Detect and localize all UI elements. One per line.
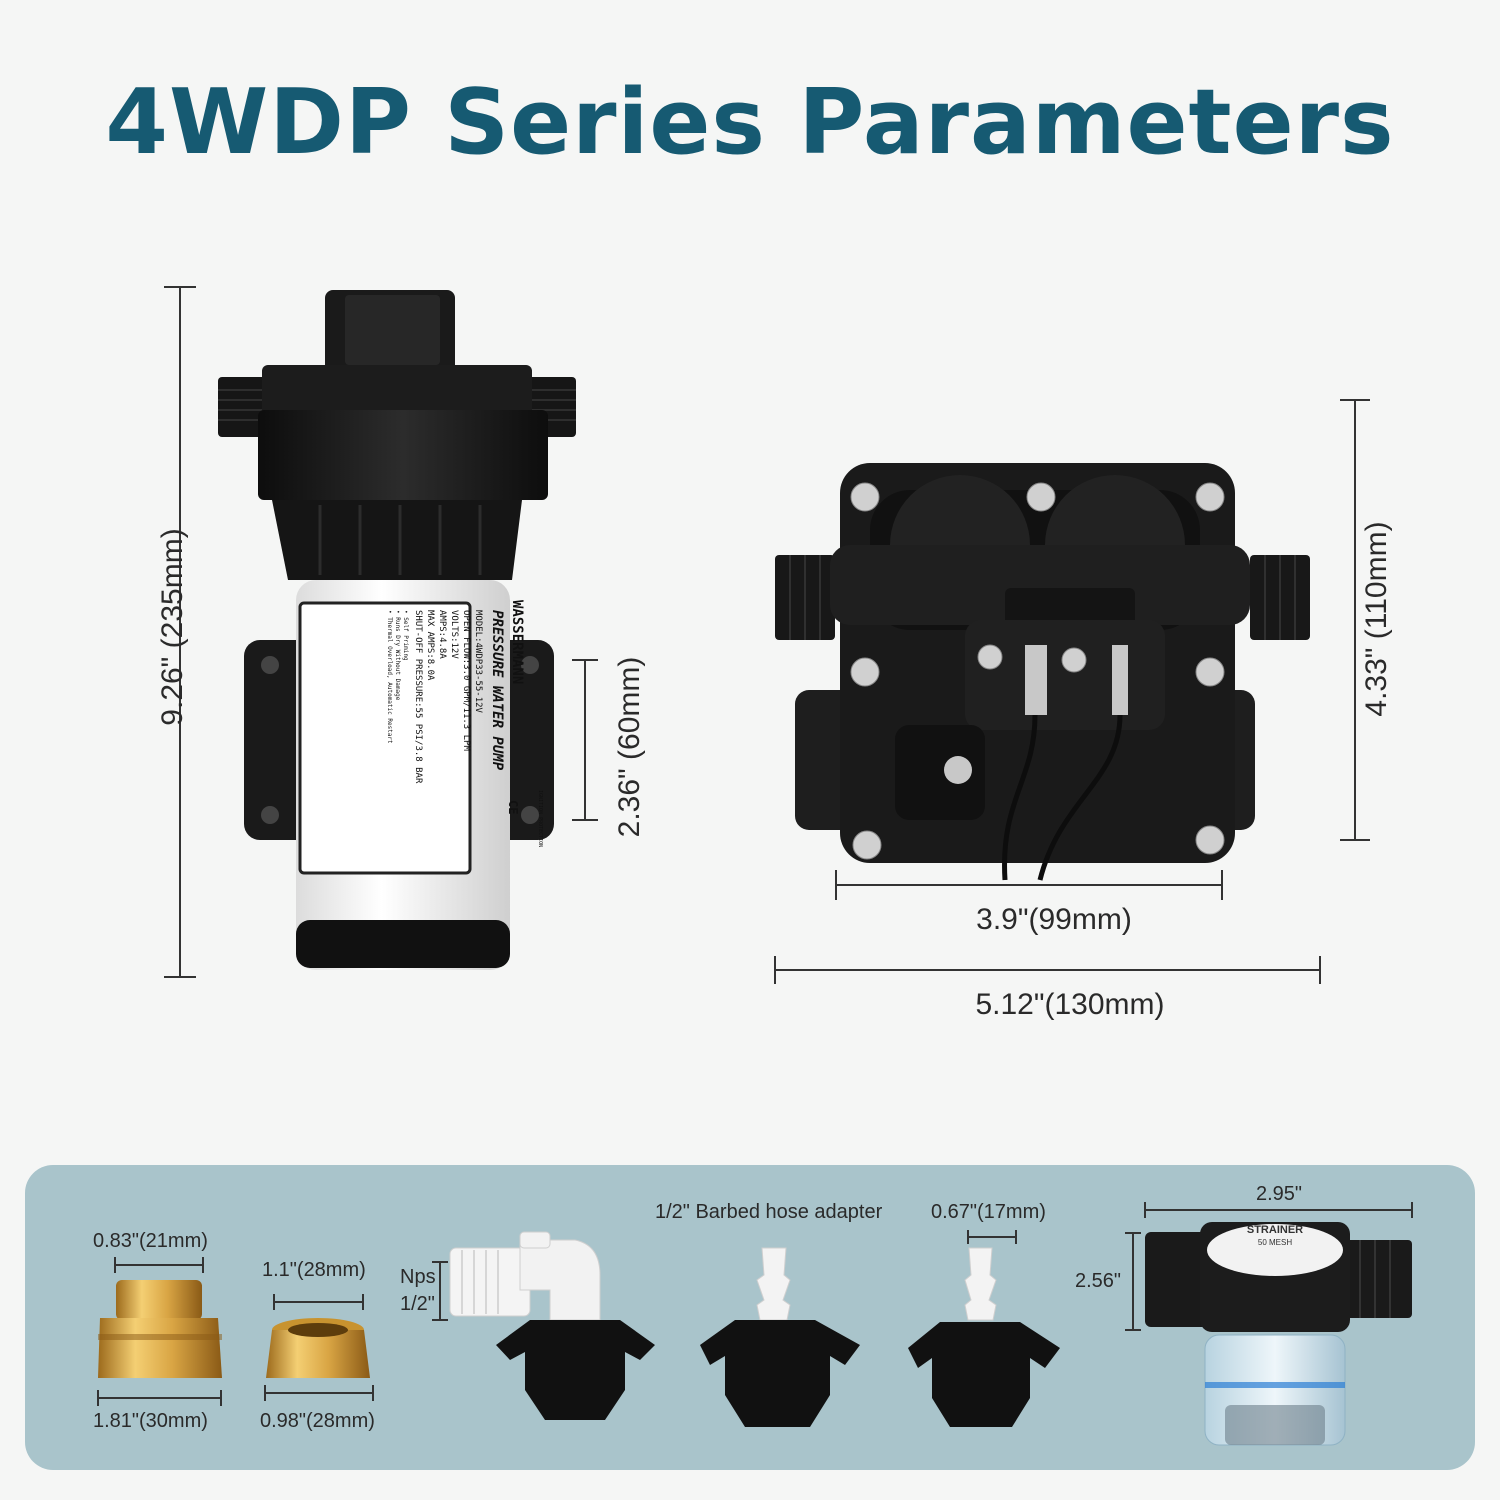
pump-spec-line: SHUT-OFF PRESSURE:55 PSI/3.8 BAR <box>413 610 423 784</box>
nps-label-line2: 1/2" <box>400 1293 435 1315</box>
pump-spec-line: VOLTS:12V <box>449 610 459 659</box>
pump-brand: WASSERMANN <box>509 600 525 685</box>
pump-spec-line: MAX AMPS:8.0A <box>425 610 435 681</box>
head-outer-width-dimension-line <box>774 956 1321 984</box>
pump-height-dimension-line <box>164 286 196 978</box>
brass-small-bottom-label: 0.98"(28mm) <box>260 1410 375 1432</box>
pump-label-text: WASSERMANN PRESSURE WATER PUMP MODEL:4WD… <box>365 600 543 870</box>
pump-side-view <box>164 286 598 978</box>
strainer-text: STRAINER <box>1246 1224 1304 1236</box>
ce-mark: CE <box>506 800 520 815</box>
mount-width-label: 2.36" (60mm) <box>613 656 646 838</box>
pump-height-label: 9.26" (235mm) <box>156 528 189 726</box>
pump-product-name: PRESSURE WATER PUMP <box>489 610 505 771</box>
barbed-adapter-label: 1/2" Barbed hose adapter <box>655 1201 883 1223</box>
elbow-adapter <box>432 1231 655 1420</box>
head-outer-width-label: 5.12"(130mm) <box>975 988 1165 1021</box>
brass-fitting-large <box>97 1257 222 1406</box>
strainer-mesh-text: 50 MESH <box>1257 1238 1293 1247</box>
ignition-protection-mark: IGNITION PROTECTION <box>537 790 543 848</box>
head-inner-width-dimension-line <box>835 870 1223 900</box>
brass-small-top-label: 1.1"(28mm) <box>262 1259 366 1281</box>
head-height-dimension-line <box>1340 399 1370 841</box>
brass-large-bottom-label: 1.81"(30mm) <box>93 1410 208 1432</box>
head-inner-width-label: 3.9"(99mm) <box>976 903 1132 936</box>
pump-feature-line: • Thermal Overload, Automatic Restart <box>386 610 393 744</box>
pump-spec-line: MODEL:4WDP33-55-12V <box>473 610 483 713</box>
brass-large-top-label: 0.83"(21mm) <box>93 1230 208 1252</box>
mount-width-dimension-line <box>572 659 598 821</box>
head-height-label: 4.33" (110mm) <box>1360 521 1393 717</box>
pump-feature-line: • Self Priming <box>402 610 409 661</box>
pump-feature-line: • Runs Dry Without Damage <box>394 610 401 701</box>
nps-label-line1: Nps <box>400 1266 436 1288</box>
strainer <box>1125 1202 1413 1446</box>
barbed-adapter-1 <box>700 1247 860 1427</box>
barb-width-label: 0.67"(17mm) <box>931 1201 1046 1223</box>
pump-spec-line: OPEN FLOW:3.0 GPM/11.3 LPM <box>461 610 471 751</box>
pump-head-view <box>774 399 1370 984</box>
strainer-width-label: 2.95" <box>1256 1183 1303 1205</box>
page-title: 4WDP Series Parameters <box>105 70 1395 175</box>
brass-fitting-small <box>264 1294 374 1401</box>
accessory-panel <box>25 1165 1475 1470</box>
pump-spec-line: AMPS:4.8A <box>437 610 447 659</box>
strainer-height-label: 2.56" <box>1075 1270 1122 1292</box>
barbed-adapter-2 <box>908 1230 1060 1427</box>
